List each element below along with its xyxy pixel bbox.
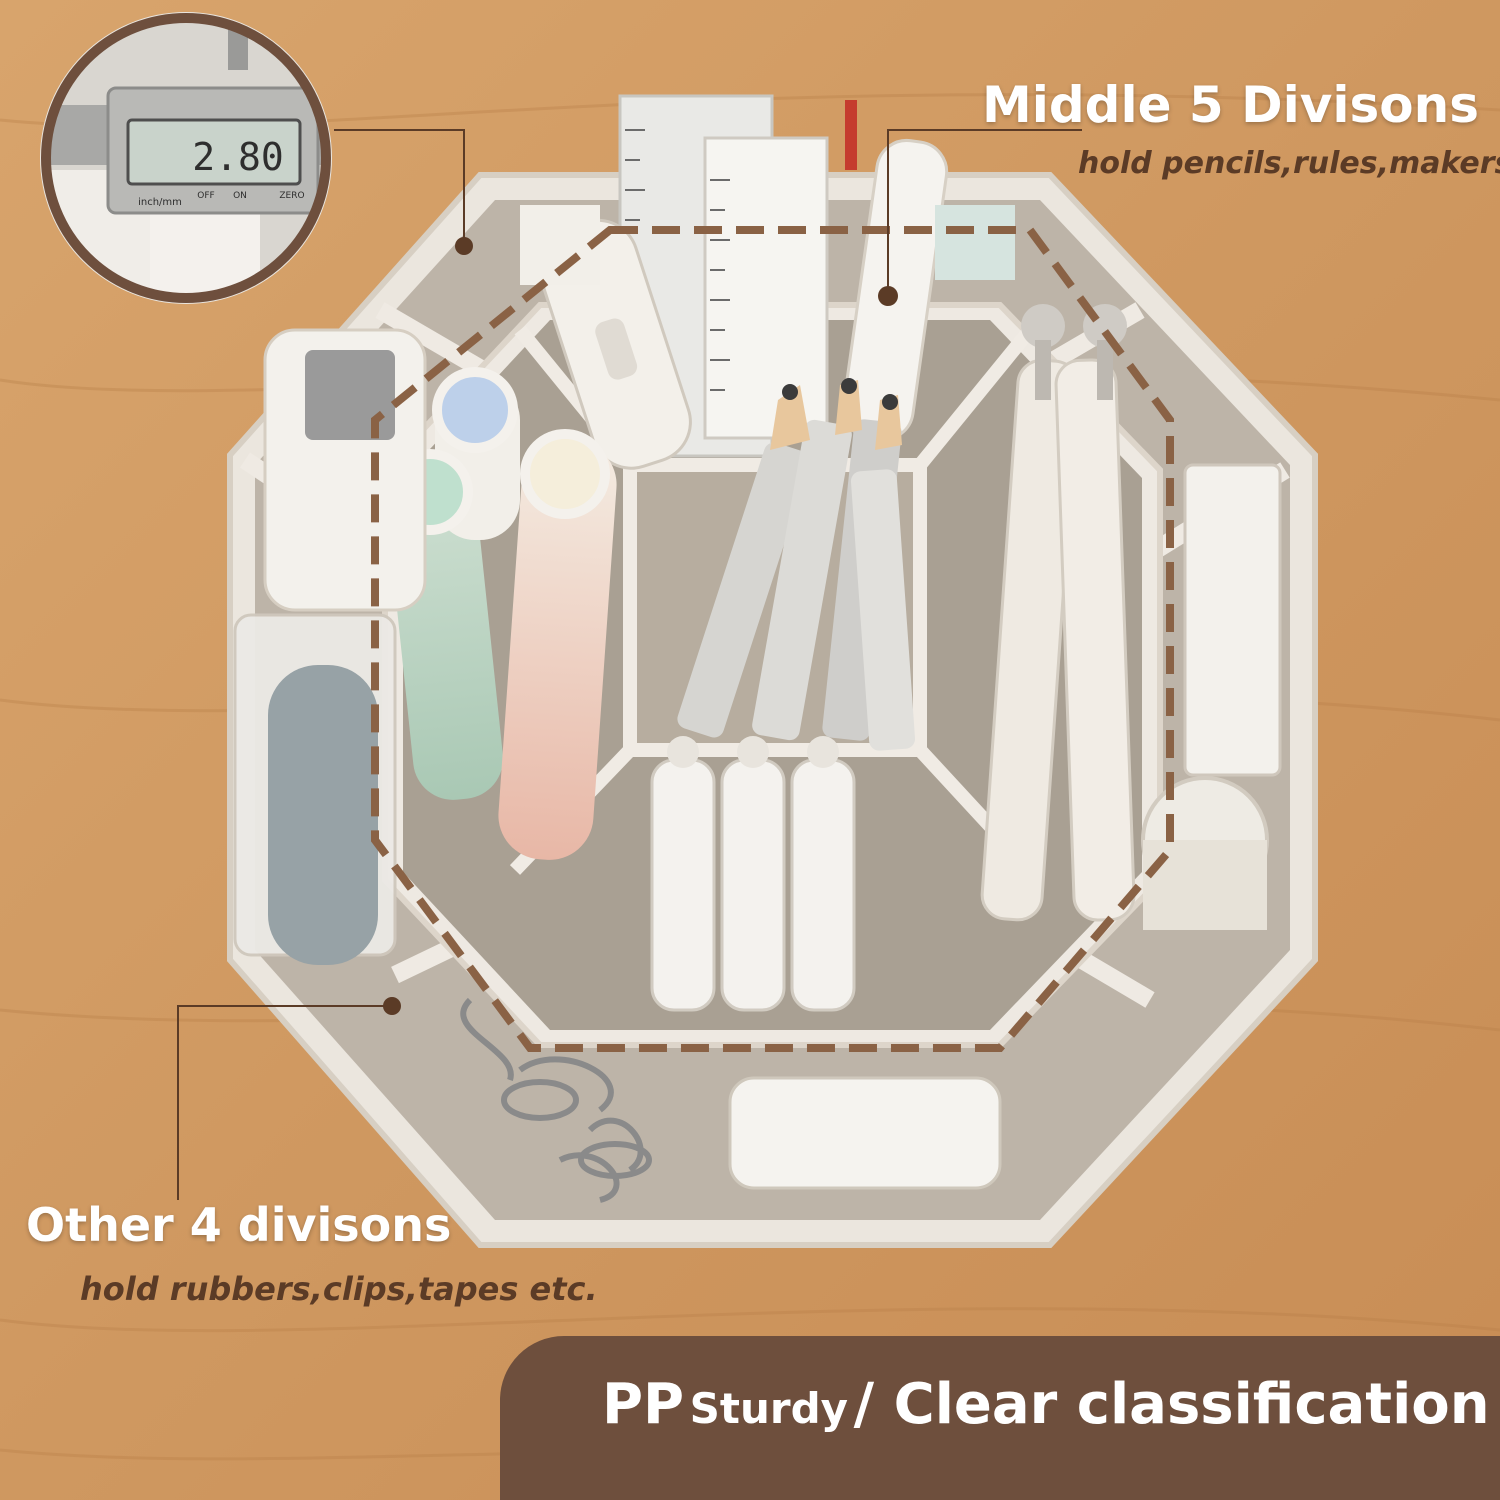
- banner-pp: PP: [602, 1372, 685, 1437]
- caliper-reading: 2.80: [192, 135, 284, 179]
- pencils: [677, 378, 916, 751]
- tape-dispenser: [233, 613, 397, 965]
- callout-dot-other: [383, 997, 401, 1015]
- caliper-button-zero: ZERO: [279, 191, 304, 201]
- bottom-banner: [500, 1336, 1500, 1500]
- gel-pens: [650, 736, 856, 1012]
- mechanical-pencils: [980, 304, 1136, 922]
- caliper-inset: 2.80 inch/mm OFF ON ZERO: [40, 12, 332, 304]
- middle-divisions-title: Middle 5 Divisons: [982, 76, 1479, 134]
- eraser-block: [1183, 463, 1282, 777]
- banner-text: PP Sturdy / Clear classification: [602, 1372, 1490, 1437]
- callout-dot-middle: [878, 286, 898, 306]
- callout-leaders: [177, 129, 1082, 1200]
- other-divisions-title: Other 4 divisons: [26, 1198, 452, 1252]
- binder-clips: [460, 997, 652, 1203]
- caliper-button-inch: inch/mm: [138, 197, 182, 208]
- caliper-button-off: OFF: [197, 191, 214, 201]
- caliper-button-on: ON: [233, 191, 247, 201]
- banner-sturdy: Sturdy: [689, 1384, 849, 1433]
- stapler: [263, 328, 427, 612]
- middle-divisions-subtitle: hold pencils,rules,makers: [1078, 146, 1500, 181]
- correction-tape: [728, 1076, 1002, 1190]
- callout-dot-inset: [455, 237, 473, 255]
- dashed-outline: [371, 226, 1174, 1052]
- banner-clear-classification: / Clear classification: [853, 1372, 1490, 1437]
- glue-jar: [1141, 776, 1269, 930]
- other-divisions-subtitle: hold rubbers,clips,tapes etc.: [80, 1270, 598, 1308]
